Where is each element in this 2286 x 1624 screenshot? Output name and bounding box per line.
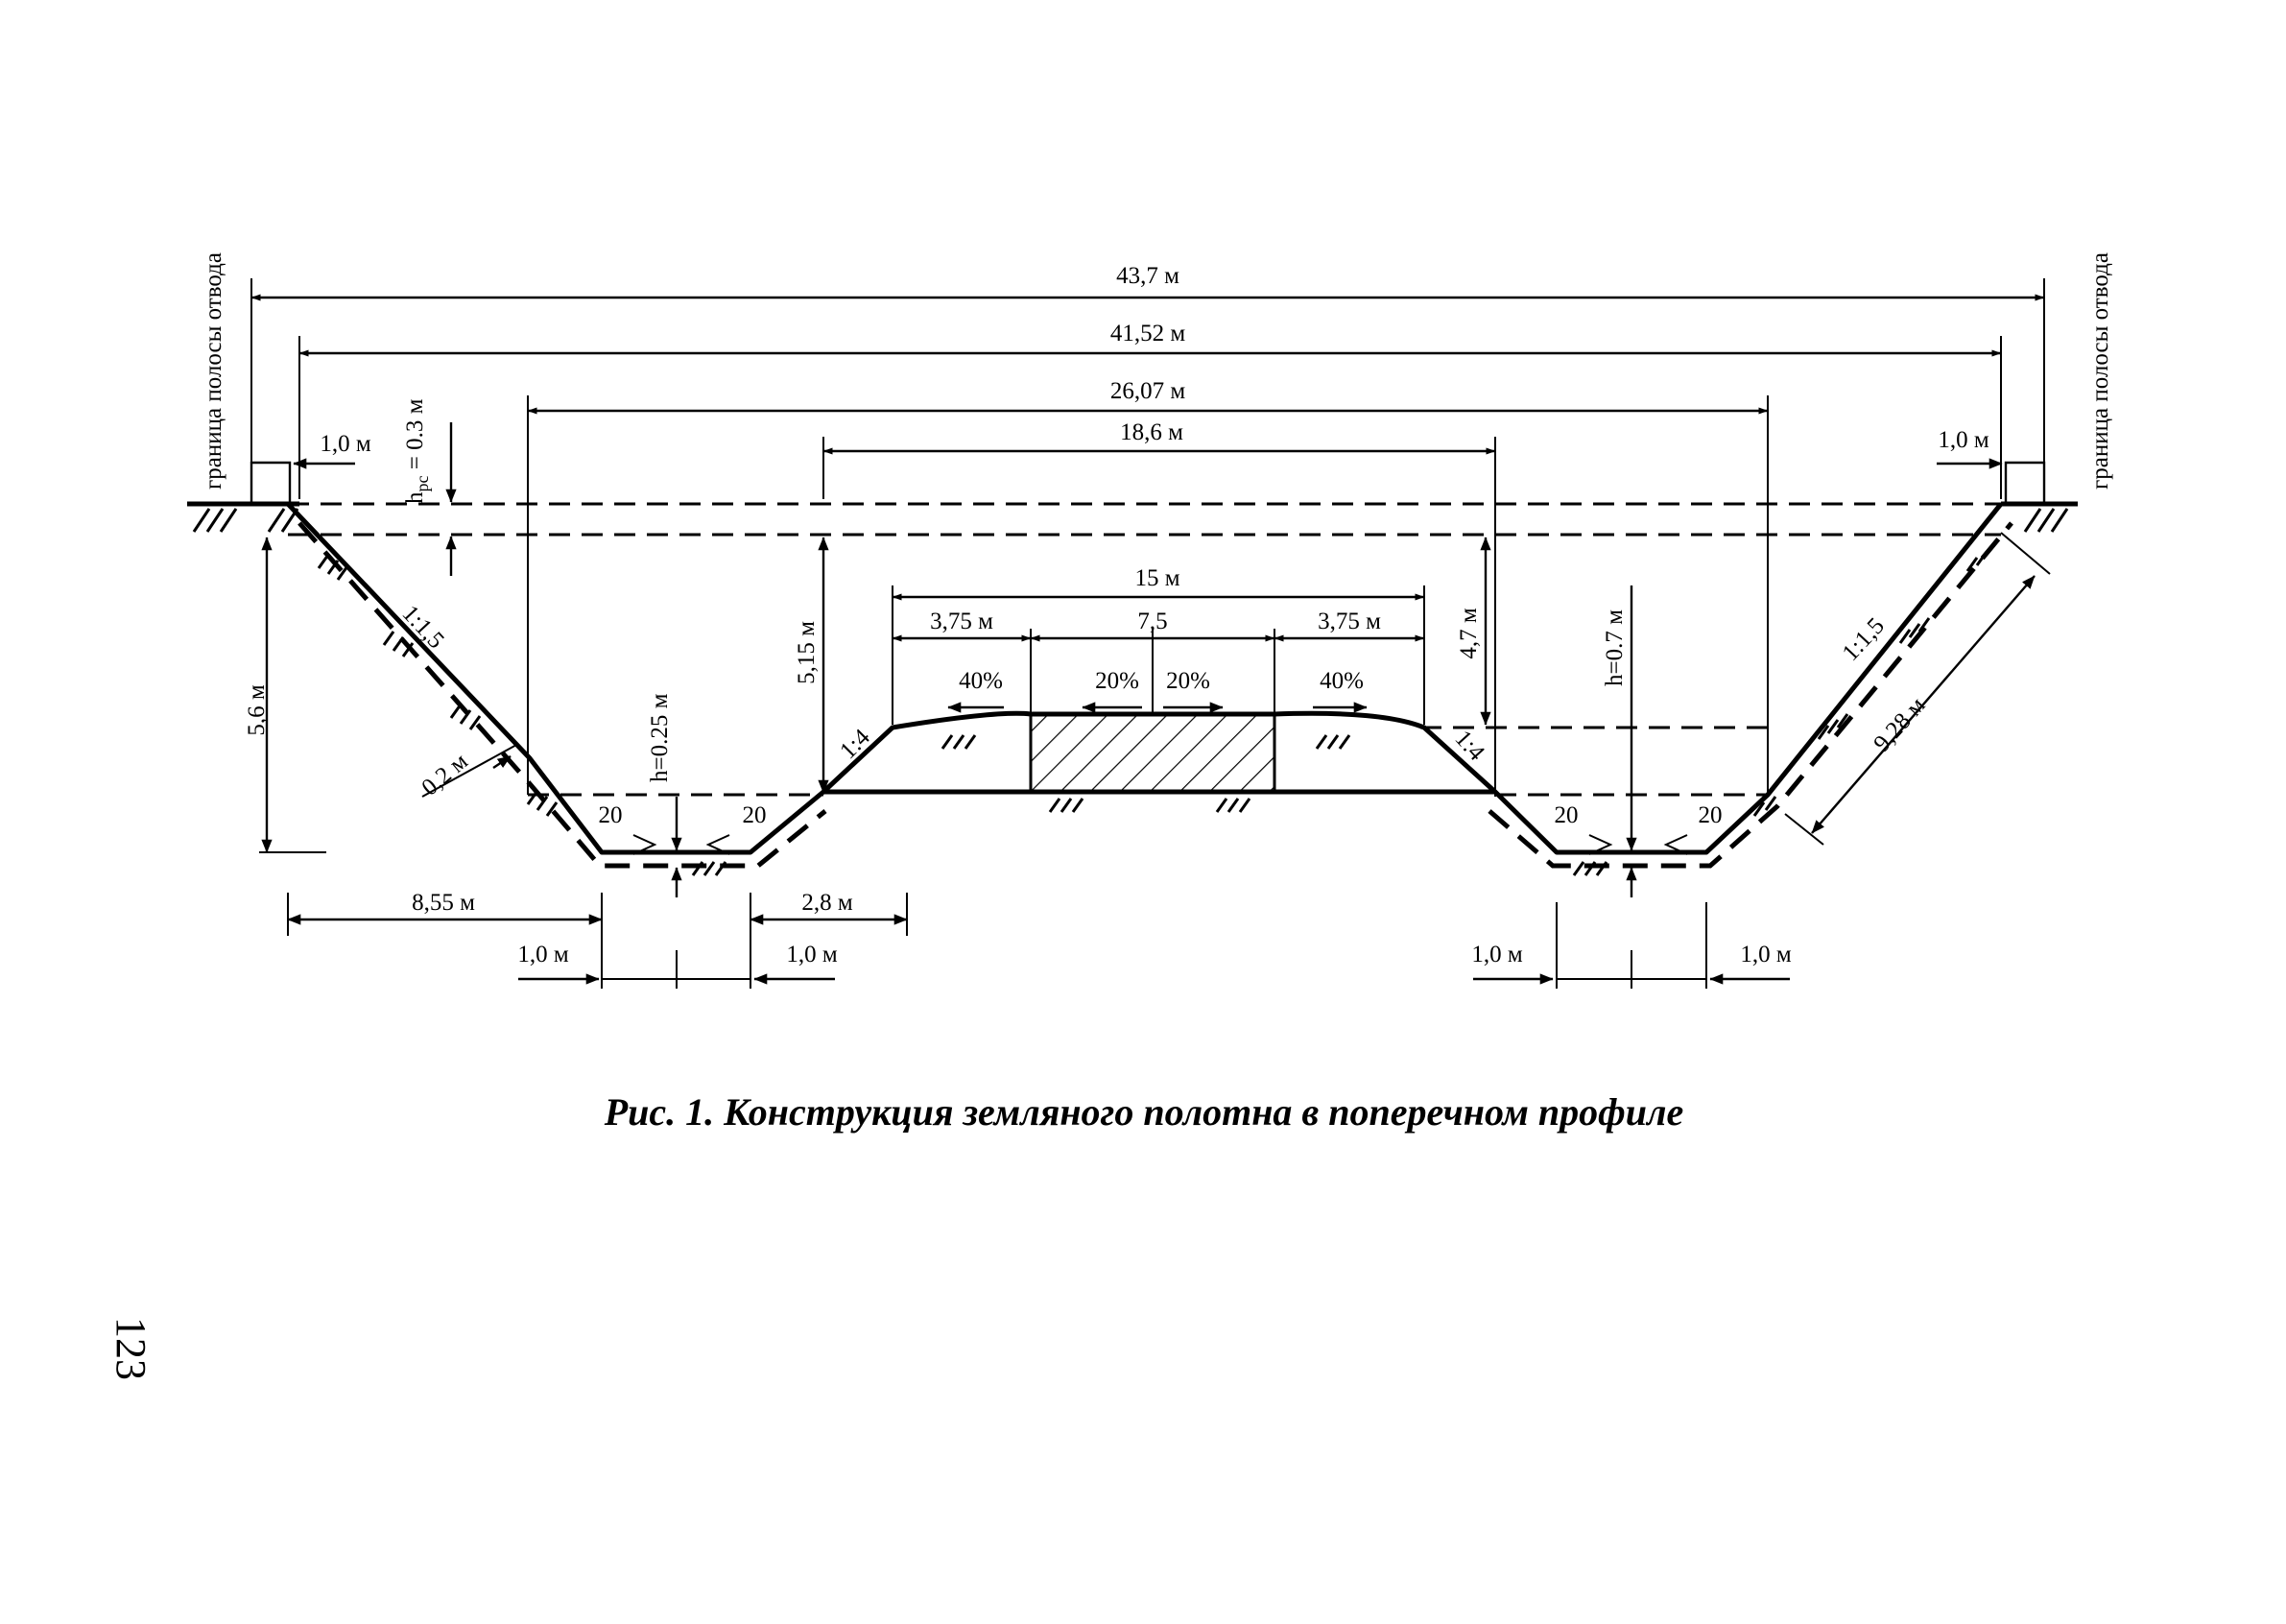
angle-2: 20 [743, 802, 767, 828]
label-43-7: 43,7 м [1116, 263, 1179, 289]
label-h-0-7: h=0.7 м [1602, 609, 1628, 686]
dimension-5-15: 5,15 м [794, 537, 829, 794]
dimension-2-8: 2,8 м [750, 890, 908, 989]
label-lane-left: 3,75 м [930, 609, 993, 634]
angle-3: 20 [1555, 802, 1579, 828]
inner-slope-left: 1:4 [835, 724, 875, 764]
label-lane-right: 3,75 м [1318, 609, 1381, 634]
label-0-2: 0,2 м [417, 749, 473, 801]
dimension-lanes: 3,75 м 7,5 3,75 м [892, 609, 1425, 715]
label-offset-left: 1,0 м [320, 431, 371, 457]
slope-20-right: 20% [1166, 668, 1210, 694]
ditch-right-widths: 1,0 м 1,0 м [1471, 902, 1792, 989]
label-ditch-right-2: 1,0 м [1740, 942, 1792, 967]
dimension-h-0-25: h=0.25 м [647, 693, 682, 897]
boundary-label-right: граница полосы отвода [2087, 252, 2113, 490]
dimension-h-pc: hpc = 0.3 м [402, 398, 457, 576]
ditch-left-widths: 1,0 м 1,0 м [517, 942, 838, 989]
dimension-43-7: 43,7 м [250, 263, 2045, 499]
page-number: 123 [107, 1317, 155, 1380]
inner-slope-right: 1:4 [1450, 726, 1490, 766]
boundary-label-left: граница полосы отвода [201, 252, 226, 490]
label-8-55: 8,55 м [412, 890, 475, 916]
dimension-0-2: 0,2 м [417, 743, 519, 801]
cross-slopes: 40% 20% 20% 40% [947, 668, 1368, 713]
label-ditch-right-1: 1,0 м [1471, 942, 1523, 967]
label-h-val: = 0.3 м [402, 398, 428, 475]
label-ditch-left-2: 1,0 м [786, 942, 838, 967]
dimension-h-0-7: h=0.7 м [1602, 585, 1637, 897]
label-h: h [402, 491, 428, 504]
label-26-07: 26,07 м [1110, 378, 1186, 404]
offset-left-1m: 1,0 м [293, 431, 371, 469]
offset-right-1m: 1,0 м [1937, 427, 2003, 469]
slope-40-left: 40% [959, 668, 1003, 694]
label-9-28: 9,28 м [1869, 692, 1930, 756]
dimension-15: 15 м [892, 565, 1425, 725]
dimension-41-52: 41,52 м [298, 321, 2002, 499]
dimension-9-28: 9,28 м [1784, 532, 2051, 846]
label-5-6: 5,6 м [244, 684, 270, 736]
dimension-4-7: 4,7 м [1456, 537, 1491, 726]
angle-4: 20 [1699, 802, 1723, 828]
dimension-5-6: 5,6 м [244, 537, 326, 853]
label-41-52: 41,52 м [1110, 321, 1186, 346]
dimension-18-6: 18,6 м [822, 419, 1496, 797]
svg-text:hpc = 0.3 м: hpc = 0.3 м [402, 398, 432, 504]
label-18-6: 18,6 м [1120, 419, 1183, 445]
label-offset-right: 1,0 м [1938, 427, 1989, 453]
label-4-7: 4,7 м [1456, 608, 1482, 659]
ground-right [2001, 461, 2078, 533]
dimension-8-55: 8,55 м [287, 890, 603, 989]
figure-caption: Рис. 1. Конструкция земляного полотна в … [604, 1090, 1684, 1134]
label-ditch-left-1: 1,0 м [517, 942, 569, 967]
label-15: 15 м [1134, 565, 1179, 591]
label-5-15: 5,15 м [794, 621, 820, 684]
ground-left [187, 461, 299, 533]
label-h-sub: pc [413, 476, 432, 492]
label-2-8: 2,8 м [801, 890, 853, 916]
angle-1: 20 [599, 802, 623, 828]
ditch-angles: 20 20 20 20 [599, 802, 1723, 855]
label-median: 7,5 [1137, 609, 1167, 634]
slope-40-right: 40% [1320, 668, 1364, 694]
slope-ratio-right: 1:1,5 [1838, 613, 1890, 666]
label-h-0-25: h=0.25 м [647, 693, 673, 782]
slope-20-left: 20% [1095, 668, 1139, 694]
median-block [1029, 712, 1276, 794]
